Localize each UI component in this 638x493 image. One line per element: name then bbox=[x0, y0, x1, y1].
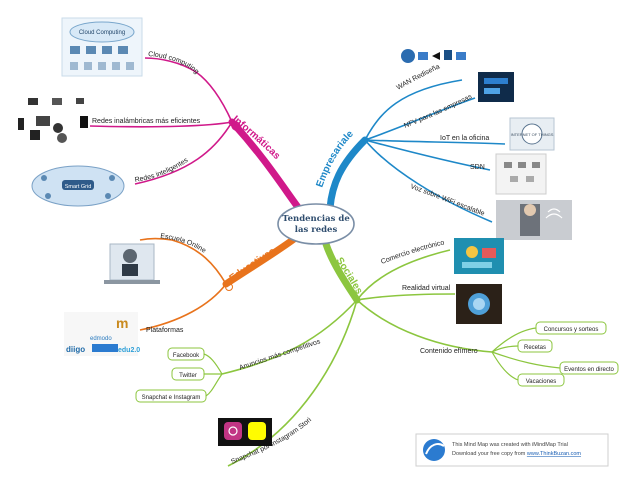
redes-inteligentes-label: Redes inteligentes bbox=[134, 157, 190, 184]
cloud-computing-label: Cloud computing bbox=[148, 51, 200, 76]
contenido-sub-line-eventos bbox=[491, 351, 561, 369]
central-topic-line-2: las redes bbox=[295, 225, 338, 235]
informaticas-line-redes-inalambricas bbox=[89, 121, 233, 128]
watermark-line-1: This Mind Map was created with iMindMap … bbox=[452, 442, 568, 448]
watermark-box bbox=[415, 433, 609, 467]
iot-label: IoT en la oficina bbox=[440, 135, 489, 142]
platform-logo-edmodo: edmodo bbox=[90, 336, 112, 342]
platform-logo-m: m bbox=[116, 315, 128, 331]
sociales-line-snapchat bbox=[227, 299, 358, 467]
watermark-line-2: Download your free copy from www.ThinkBu… bbox=[452, 451, 581, 457]
anuncios-sub-line-facebook bbox=[203, 353, 223, 375]
sdn-label: SDN bbox=[470, 164, 485, 171]
snapinsta-label: Snapchat e Instagram bbox=[142, 395, 201, 401]
imindmap-watermark: This Mind Map was created with iMindMap … bbox=[415, 433, 609, 467]
educativas-line-plataformas bbox=[139, 283, 227, 331]
plataformas-image: m edmodo diigo edu2.0 bbox=[64, 312, 140, 356]
informaticas-line-cloud bbox=[144, 57, 233, 123]
sociales-main-stem bbox=[322, 240, 361, 304]
vacaciones-label: Vacaciones bbox=[526, 379, 557, 385]
facebook-label: Facebook bbox=[173, 353, 200, 359]
empresariales-line-nfv bbox=[364, 97, 476, 141]
anuncios-sub-line-snapinsta bbox=[205, 373, 223, 397]
contenido-sub-line-recetas bbox=[491, 345, 519, 353]
educativas-line-escuela bbox=[139, 237, 227, 285]
empresariales-line-sdn bbox=[364, 139, 491, 171]
watermark-prefix: Download your free copy from bbox=[452, 451, 527, 457]
contenido-sub-line-vacaciones bbox=[491, 351, 519, 381]
cloud-computing-image-caption: Cloud Computing bbox=[79, 30, 125, 36]
sociales-line-contenido bbox=[356, 299, 493, 353]
nfv-image bbox=[478, 72, 514, 102]
informaticas-main-stem bbox=[228, 118, 304, 214]
sociales-line-realidad bbox=[356, 293, 456, 301]
central-topic-line-1: Tendencias de bbox=[282, 214, 350, 224]
empresariales-line-wan bbox=[364, 79, 463, 141]
realidad-label: Realidad virtual bbox=[402, 285, 451, 292]
realidad-virtual-image bbox=[456, 284, 502, 324]
concursos-label: Concursos y sorteos bbox=[544, 327, 599, 333]
voz-wifi-image bbox=[496, 200, 572, 240]
graduation-icon bbox=[225, 283, 233, 291]
wan-image bbox=[401, 49, 466, 63]
branch-educativas: Educativas Escuela Online Plataformas bbox=[139, 232, 302, 334]
at-sign-icon bbox=[231, 121, 241, 131]
plataformas-label: Plataformas bbox=[146, 327, 184, 334]
empresariales-line-voz bbox=[364, 139, 493, 223]
wireless-devices-image bbox=[18, 98, 88, 143]
contenido-sub-line-concursos bbox=[491, 327, 537, 353]
contenido-label: Contenido efímero bbox=[420, 348, 478, 355]
cloud-computing-image: Cloud Computing bbox=[61, 17, 143, 77]
recetas-label: Recetas bbox=[524, 345, 546, 351]
vacaciones-box bbox=[517, 373, 565, 387]
sdn-image bbox=[495, 153, 547, 195]
platform-logo-diigo: diigo bbox=[66, 345, 85, 354]
escuela-online-label: Escuela Online bbox=[160, 233, 207, 255]
imindmap-logo-icon bbox=[423, 439, 445, 461]
comercio-image bbox=[454, 238, 504, 274]
facebook-box bbox=[167, 347, 205, 361]
iot-image-caption: INTERNET OF THINGS bbox=[511, 132, 554, 137]
eventos-box bbox=[559, 361, 619, 375]
thinkbuzan-link[interactable]: www.ThinkBuzan.com bbox=[526, 451, 582, 457]
instagram-icon bbox=[224, 422, 242, 440]
twitter-box bbox=[171, 367, 205, 381]
informaticas-line-redes-inteligentes bbox=[134, 121, 233, 185]
voz-label: Voz sobre WiFi escalable bbox=[409, 183, 485, 217]
empresariales-main-stem bbox=[326, 136, 369, 212]
empresariales-label: Empresariales bbox=[0, 0, 356, 189]
central-topic: Tendencias de las redes bbox=[277, 203, 355, 245]
eventos-label: Eventos en directo bbox=[564, 367, 614, 373]
educativas-label: Educativas bbox=[228, 246, 278, 285]
smart-grid-caption: Smart Grid bbox=[65, 184, 92, 190]
sociales-line-comercio bbox=[356, 249, 451, 301]
nfv-label: NFV para las empresas bbox=[403, 93, 473, 130]
recetas-box bbox=[517, 339, 553, 353]
smart-grid-image: Smart Grid bbox=[31, 165, 125, 207]
concursos-box bbox=[535, 321, 607, 335]
redes-inalambricas-label: Redes inalámbricas más eficientes bbox=[92, 118, 201, 125]
twitter-label: Twitter bbox=[179, 373, 197, 379]
empresariales-line-iot bbox=[364, 139, 506, 145]
snapchat-icon bbox=[248, 422, 266, 440]
escuela-online-image bbox=[104, 243, 160, 284]
anuncios-label: Anuncios más competitivos bbox=[238, 338, 321, 372]
iot-image: INTERNET OF THINGS bbox=[509, 117, 555, 151]
sociales-line-anuncios bbox=[221, 299, 358, 375]
snapchat-instagram-image bbox=[218, 418, 272, 446]
snapinsta-box bbox=[135, 389, 207, 403]
platform-logo-edu20: edu2.0 bbox=[118, 347, 140, 354]
central-topic-bubble bbox=[277, 203, 355, 245]
